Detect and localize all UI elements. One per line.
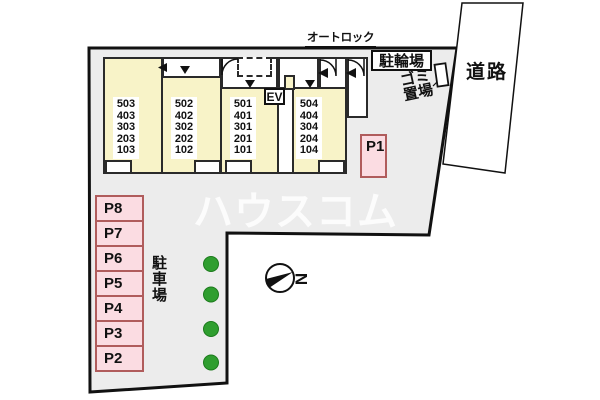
balcony-2 <box>194 160 221 174</box>
parking-space-label: P3 <box>104 325 123 342</box>
entrance-canopy <box>237 57 272 77</box>
unit-number: 103 <box>116 144 136 157</box>
corridor-east <box>319 57 347 89</box>
elevator-label: EV <box>266 89 283 104</box>
unit-number: 503 <box>116 98 136 110</box>
parking-space-label: P5 <box>104 275 123 292</box>
unit-number: 504 <box>299 98 319 110</box>
unit-number: 302 <box>174 121 194 134</box>
unit-column-3: 501 401 301 201 101 <box>230 97 256 159</box>
bicycle-parking-label: 駐輪場 <box>371 50 432 71</box>
wall-502-501 <box>220 57 222 174</box>
unit-number: 404 <box>299 109 319 122</box>
stair-wing <box>347 57 368 118</box>
corridor-north <box>162 57 221 78</box>
unit-column-1: 503 403 303 203 103 <box>113 97 139 159</box>
unit-number: 204 <box>299 132 319 145</box>
autolock-label: オートロック <box>305 29 377 48</box>
unit-number: 102 <box>174 144 194 157</box>
parking-space-p3: P3 <box>95 320 144 347</box>
unit-number: 402 <box>174 109 194 122</box>
unit-column-4: 504 404 304 204 104 <box>296 97 322 159</box>
unit-number: 203 <box>116 132 136 145</box>
parking-lot-label: 駐車場 <box>150 255 167 303</box>
parking-space-p1: P1 <box>360 134 387 178</box>
road-label: 道路 <box>466 62 509 83</box>
unit-number: 201 <box>233 132 253 145</box>
elevator-box: EV <box>264 88 285 105</box>
unit-number: 202 <box>174 132 194 145</box>
unit-number: 101 <box>233 144 253 157</box>
road-parcel <box>442 2 524 174</box>
unit-number: 301 <box>233 121 253 134</box>
parking-space-p7: P7 <box>95 220 144 247</box>
unit-number: 403 <box>116 109 136 122</box>
parking-space-label: P6 <box>104 250 123 267</box>
unit-number: 502 <box>174 98 194 110</box>
balcony-1 <box>105 160 132 174</box>
unit-number: 303 <box>116 121 136 134</box>
watermark: ハウスコム <box>193 190 398 234</box>
wall-503-502 <box>161 57 163 174</box>
unit-number: 401 <box>233 109 253 122</box>
unit-number: 304 <box>299 121 319 134</box>
balcony-4 <box>318 160 345 174</box>
unit-504-tab <box>284 75 295 90</box>
corridor-center <box>278 57 319 89</box>
balcony-3 <box>225 160 252 174</box>
garbage-area-label: ゴミ 置場 <box>399 67 435 105</box>
unit-number: 501 <box>233 98 253 110</box>
parking-space-p2: P2 <box>95 345 144 372</box>
parking-space-p6: P6 <box>95 245 144 272</box>
parking-space-label: P8 <box>104 200 123 217</box>
parking-space-label: P2 <box>104 350 123 367</box>
parking-space-p8: P8 <box>95 195 144 222</box>
parking-space-label: P4 <box>104 300 123 317</box>
parking-space-p5: P5 <box>95 270 144 297</box>
unit-number: 104 <box>299 144 319 157</box>
parking-space-p4: P4 <box>95 295 144 322</box>
parking-space-label: P1 <box>366 138 385 155</box>
unit-column-2: 502 402 302 202 102 <box>171 97 197 159</box>
parking-space-label: P7 <box>104 225 123 242</box>
